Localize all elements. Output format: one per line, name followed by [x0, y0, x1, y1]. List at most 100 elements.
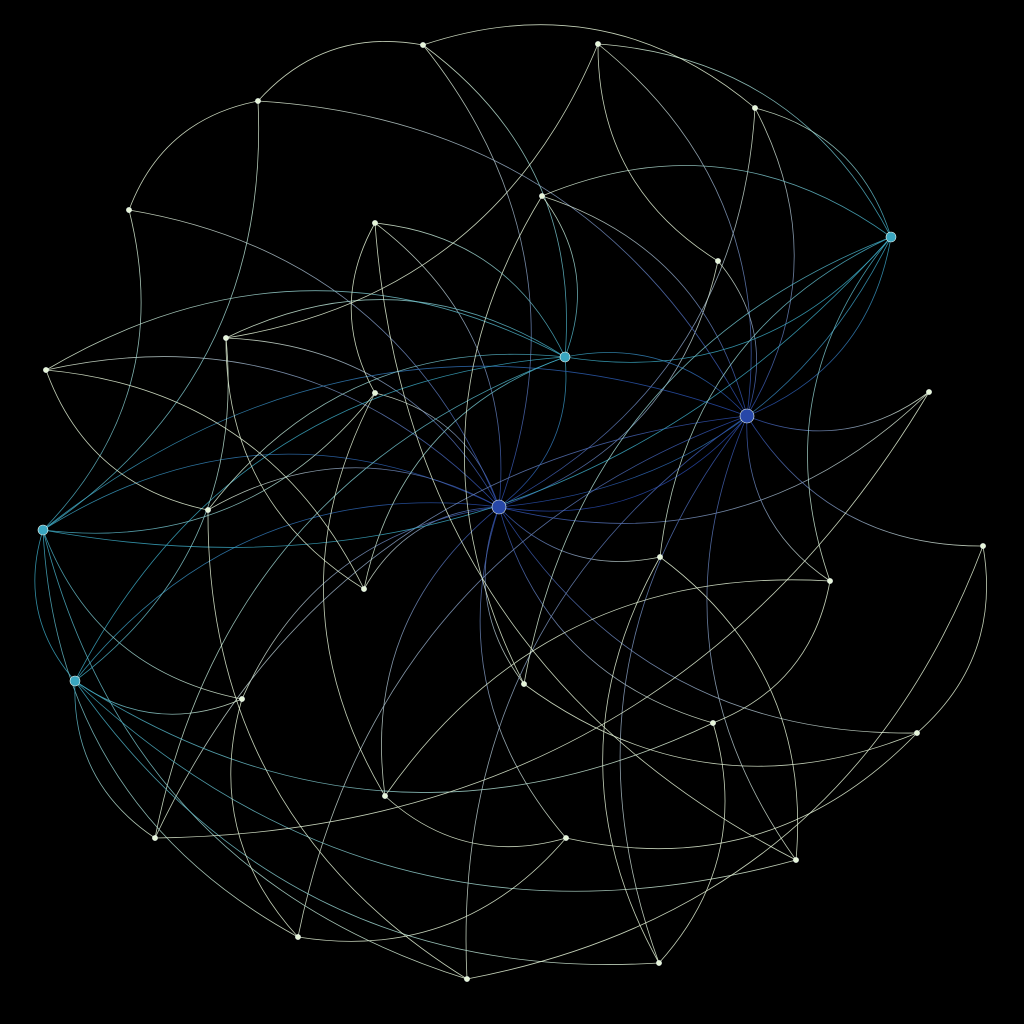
graph-edge [498, 236, 892, 508]
graph-edge [541, 195, 748, 417]
graph-edge [45, 369, 209, 511]
graph-edge [464, 195, 543, 685]
graph-edge [498, 107, 756, 508]
graph-node [382, 793, 388, 799]
graph-node [43, 367, 49, 373]
graph-edge [207, 509, 468, 980]
graph-edge [225, 43, 599, 339]
graph-edge [384, 579, 831, 797]
graph-edge [746, 236, 892, 417]
graph-edge [207, 353, 566, 511]
edge-layer [34, 24, 987, 980]
graph-node [255, 98, 261, 104]
graph-node [914, 730, 920, 736]
graph-node [372, 390, 378, 396]
graph-edge [230, 698, 299, 938]
graph-node [223, 335, 229, 341]
graph-edge [42, 529, 243, 700]
graph-edge [498, 415, 748, 512]
graph-edge [384, 795, 567, 848]
graph-node [69, 675, 81, 687]
graph-edge [74, 337, 229, 682]
graph-edge [754, 107, 892, 238]
graph-edge [374, 222, 502, 508]
graph-node [205, 507, 211, 513]
graph-node [539, 193, 545, 199]
graph-node [563, 835, 569, 841]
graph-edge [465, 415, 748, 980]
graph-edge [241, 506, 500, 700]
graph-edge [42, 209, 142, 531]
graph-edge [422, 24, 756, 109]
graph-edge [42, 100, 260, 531]
graph-node [361, 586, 367, 592]
graph-edge [523, 236, 892, 685]
graph-edge [498, 356, 567, 508]
graph-edge [34, 529, 76, 682]
node-layer [37, 41, 986, 982]
graph-edge [541, 165, 892, 238]
graph-edge [706, 415, 797, 861]
graph-edge [381, 506, 500, 797]
graph-edge [479, 506, 567, 839]
graph-edge [916, 545, 987, 734]
graph-edge [422, 44, 567, 358]
graph-edge [597, 43, 892, 238]
graph-edge [225, 299, 566, 358]
graph-node [739, 408, 755, 424]
graph-edge [498, 391, 930, 524]
graph-edge [658, 722, 726, 964]
graph-node [420, 42, 426, 48]
graph-node [656, 960, 662, 966]
graph-node [980, 543, 986, 549]
graph-edge [350, 222, 376, 394]
graph-edge [363, 356, 566, 590]
graph-edge [498, 260, 719, 508]
graph-edge [74, 680, 797, 892]
graph-edge [498, 506, 918, 734]
graph-edge [597, 43, 752, 417]
graph-edge [717, 260, 757, 417]
graph-edge [257, 100, 748, 417]
graph-edge [297, 415, 748, 938]
graph-node [926, 389, 932, 395]
graph-node [657, 554, 663, 560]
graph-edge [564, 236, 892, 363]
graph-node [152, 835, 158, 841]
graph-edge [659, 236, 892, 558]
graph-edge [374, 222, 797, 861]
graph-node [710, 720, 716, 726]
graph-edge [42, 392, 376, 534]
graph-node [37, 524, 49, 536]
graph-node [239, 696, 245, 702]
graph-edge [565, 732, 918, 850]
graph-edge [323, 392, 386, 797]
graph-edge [74, 356, 566, 682]
graph-edge [746, 107, 795, 417]
graph-edge [484, 506, 525, 685]
graph-edge [225, 337, 500, 508]
graph-edge [619, 415, 748, 964]
graph-edge [466, 545, 984, 980]
graph-edge [746, 415, 831, 582]
graph-edge [712, 580, 831, 724]
graph-edge [807, 236, 892, 582]
graph-node [491, 499, 507, 515]
graph-edge [154, 356, 566, 839]
graph-edge [42, 529, 299, 938]
graph-edge [74, 680, 156, 839]
graph-edge [541, 195, 578, 358]
graph-edge [746, 391, 930, 432]
graph-edge [746, 415, 984, 547]
graph-edge [498, 506, 714, 724]
graph-edge [422, 44, 532, 508]
graph-edge [602, 556, 661, 964]
graph-edge [74, 680, 660, 965]
graph-node [464, 976, 470, 982]
graph-node [521, 681, 527, 687]
graph-edge [225, 337, 365, 590]
graph-edge [523, 683, 918, 767]
graph-edge [297, 837, 567, 942]
